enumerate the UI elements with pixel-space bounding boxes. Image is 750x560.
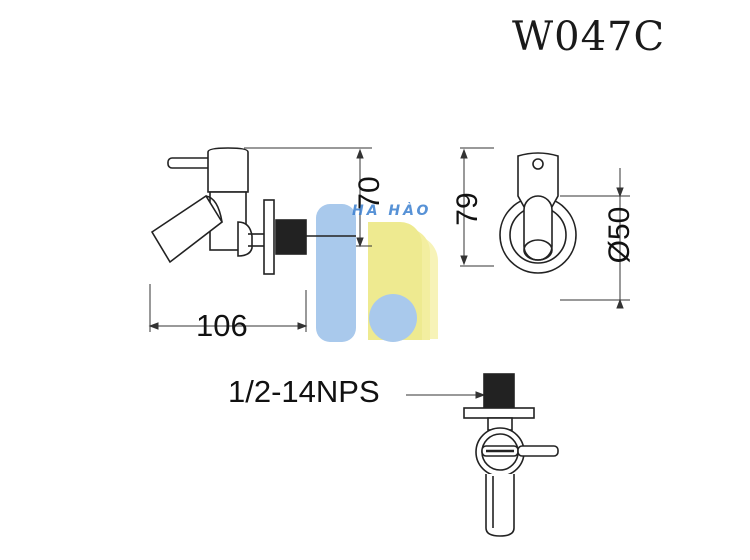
dimension-79-label: 79 xyxy=(451,192,484,226)
watermark-logo xyxy=(316,204,438,342)
thread-spec-label: 1/2-14NPS xyxy=(228,374,380,409)
dimension-106-label: 106 xyxy=(196,308,248,343)
side-view xyxy=(150,147,356,275)
dimension-lines xyxy=(148,147,630,399)
watermark-text: HA HÀO xyxy=(352,203,432,219)
dimension-diameter-label: Ø50 xyxy=(603,206,636,264)
model-code: W047C xyxy=(512,14,666,60)
top-view xyxy=(463,373,559,537)
front-view xyxy=(499,152,577,274)
